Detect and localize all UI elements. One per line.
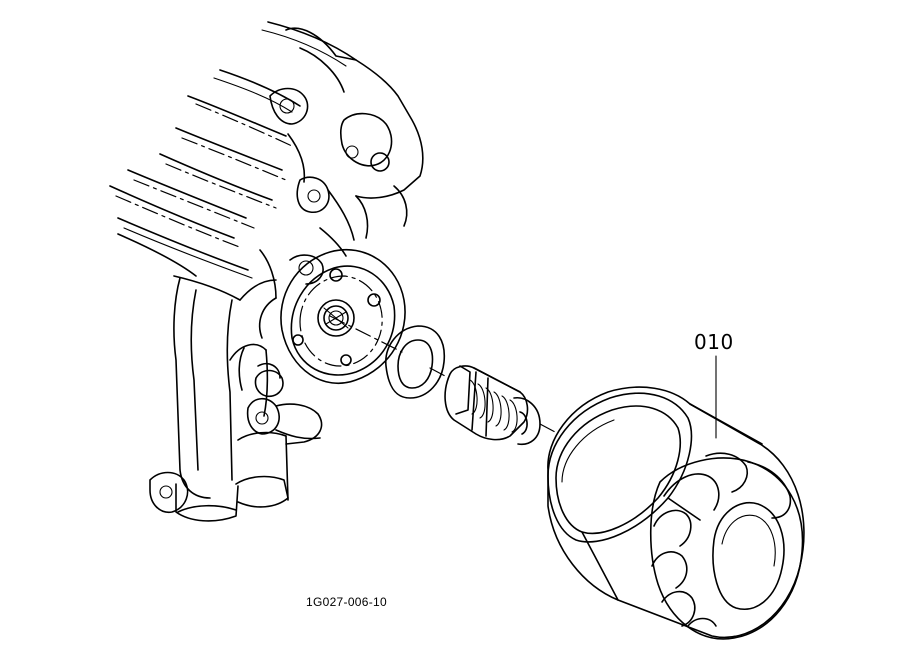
oil-filter-cartridge [547, 386, 805, 640]
figure-reference-code: 1G027-006-10 [306, 595, 387, 609]
filter-mount-flange [254, 248, 406, 398]
engine-block-housing [109, 21, 424, 522]
engine-cooling-fins [109, 21, 357, 279]
part-number-callout: 010 [694, 330, 734, 354]
threaded-nipple [444, 365, 541, 446]
gasket-ring [385, 325, 446, 399]
